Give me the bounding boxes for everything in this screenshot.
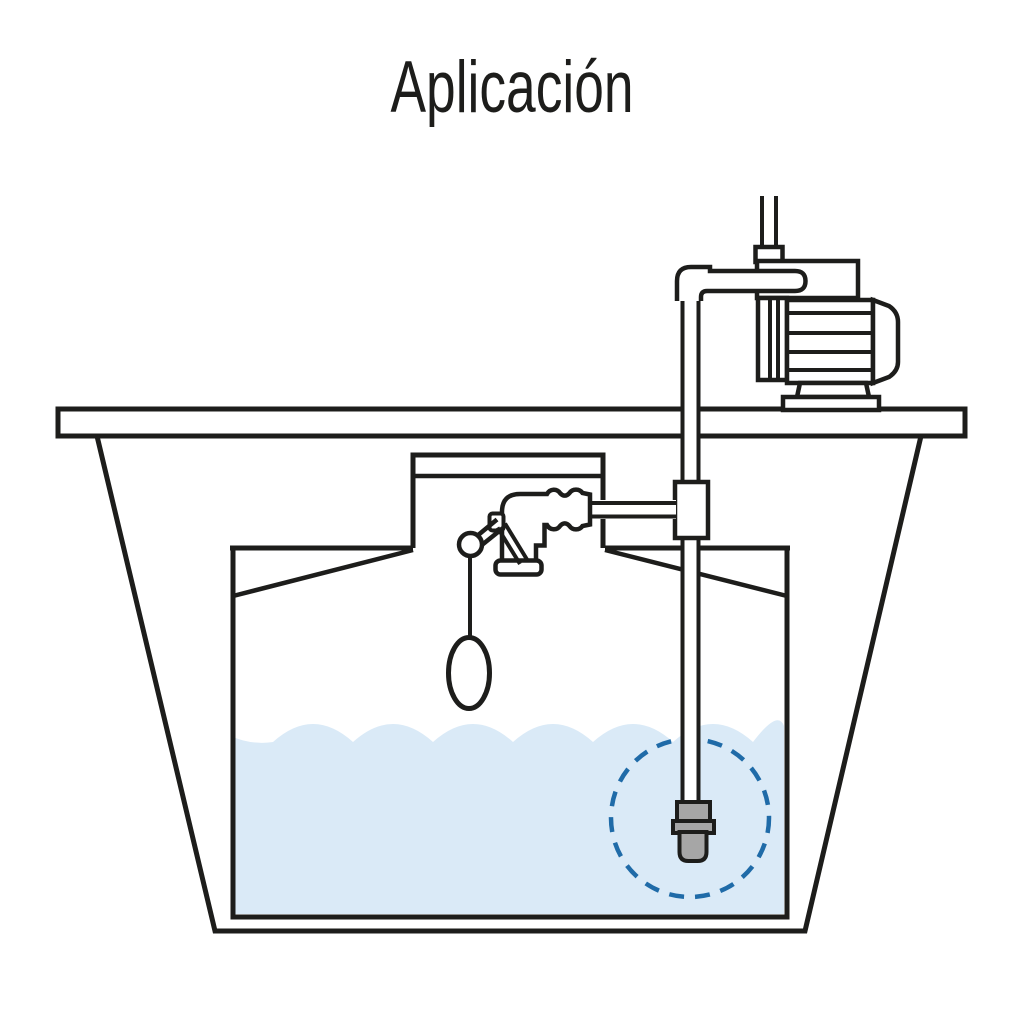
pipe-union xyxy=(672,479,711,541)
discharge-pipe xyxy=(760,196,778,249)
motor-body xyxy=(784,297,876,386)
pump xyxy=(674,196,901,413)
slab xyxy=(55,406,968,439)
float-valve xyxy=(446,487,676,711)
fan-cover xyxy=(870,296,901,387)
pit xyxy=(94,435,924,934)
suction-pipe xyxy=(680,296,701,804)
water xyxy=(233,720,784,914)
page-title: Aplicación xyxy=(391,47,634,128)
foot-valve xyxy=(671,800,716,863)
supply-pipe xyxy=(589,500,676,519)
float xyxy=(446,635,492,711)
suction-elbow xyxy=(674,264,808,301)
